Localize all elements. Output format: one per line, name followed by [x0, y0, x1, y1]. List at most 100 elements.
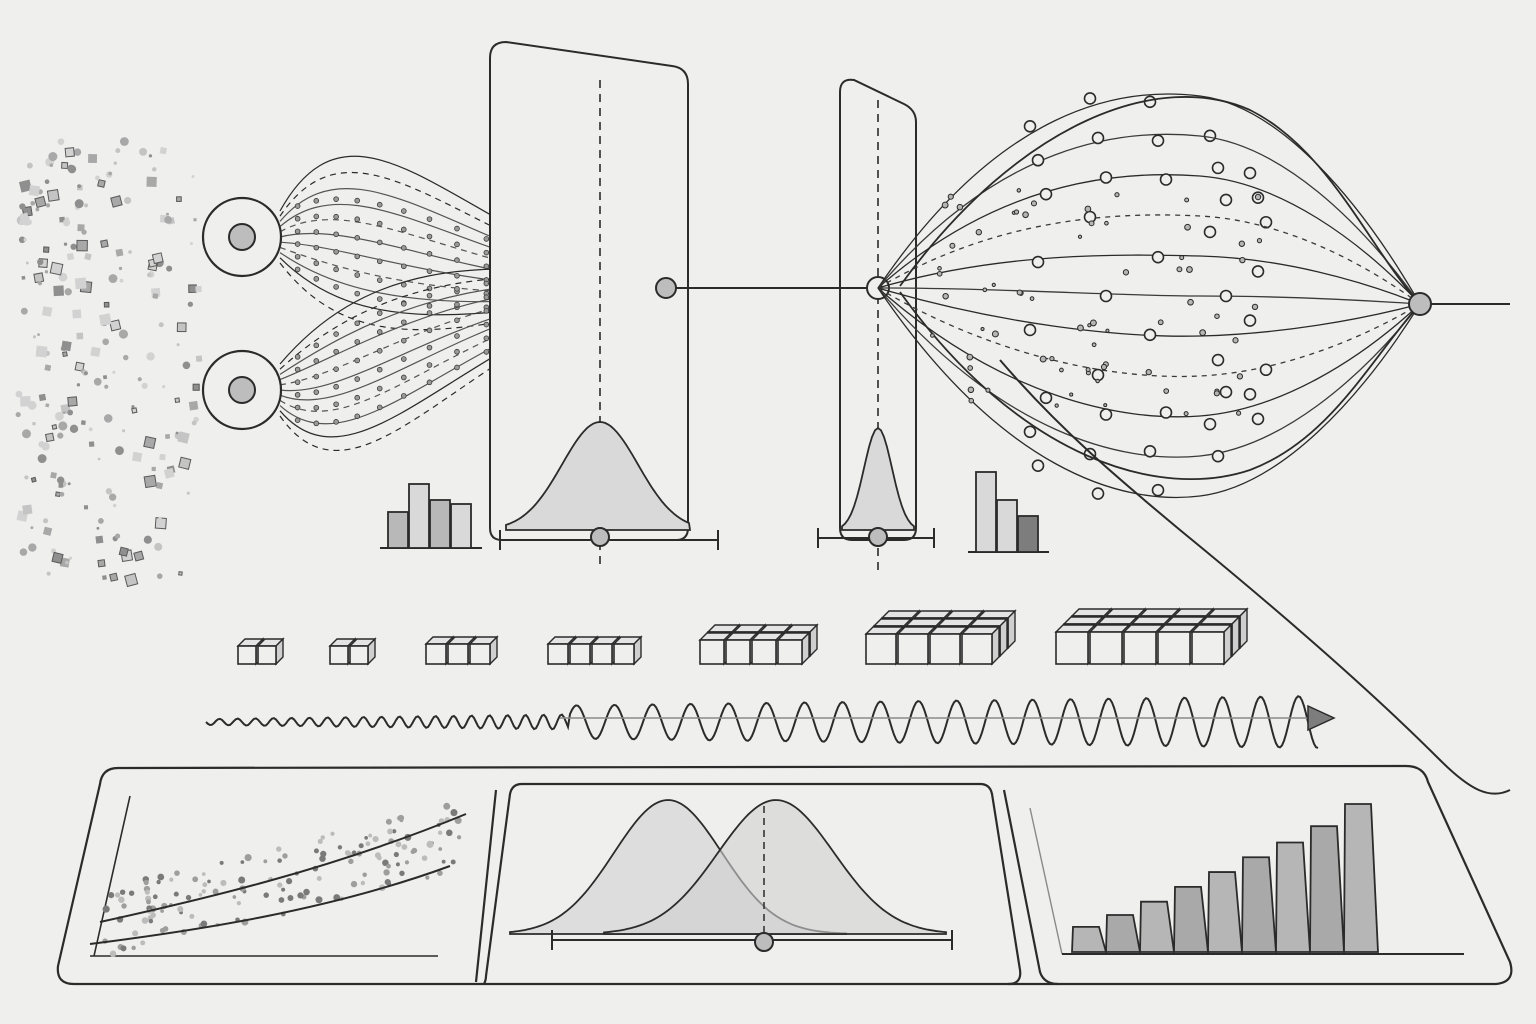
particle-dot: [56, 476, 65, 484]
scatter-point: [401, 844, 408, 850]
fiber-bead: [376, 366, 383, 373]
fan-node: [1243, 314, 1257, 327]
particle-dot: [20, 307, 28, 315]
particle-square: [33, 272, 45, 284]
scatter-point: [238, 876, 246, 884]
fan-node: [1031, 255, 1045, 269]
fiber-bead: [454, 286, 460, 292]
particle-square: [115, 248, 124, 257]
scatter-point: [277, 858, 282, 863]
particle-square: [188, 284, 197, 293]
fiber-bead: [333, 348, 339, 355]
fiber-bead: [333, 266, 339, 273]
fiber-bead: [313, 358, 320, 364]
fiber-bead: [354, 413, 361, 420]
fan-particle: [968, 397, 975, 404]
fan-particle: [1095, 378, 1100, 384]
particle-square: [143, 474, 157, 489]
fiber-bead: [313, 260, 320, 267]
fiber-bead: [313, 213, 320, 220]
fiber-bead: [294, 241, 301, 247]
fan-particle: [1089, 319, 1097, 327]
fan-particle: [1105, 328, 1110, 333]
fiber-bead: [400, 226, 407, 233]
scatter-point: [192, 876, 199, 883]
particle-dot: [62, 411, 66, 414]
scatter-point: [143, 879, 149, 886]
scatter-point: [316, 876, 322, 882]
particle-dot: [158, 516, 162, 520]
fan-node: [1259, 215, 1273, 229]
particle-square: [103, 301, 110, 308]
particle-dot: [70, 243, 77, 250]
fan-particle: [1256, 237, 1263, 244]
particle-square: [22, 504, 33, 515]
fan-node: [1259, 363, 1273, 377]
scatter-point: [173, 891, 179, 897]
panel-scatter: [89, 795, 467, 958]
particle-dot: [45, 203, 51, 208]
fiber-bead: [376, 329, 383, 335]
fan-particle: [1022, 211, 1029, 219]
scatter-point: [146, 899, 151, 905]
scatter-point: [276, 846, 282, 852]
fan-node: [1211, 161, 1225, 175]
particle-dot: [38, 441, 45, 448]
block-front: [349, 645, 369, 665]
particle-dot: [35, 207, 40, 212]
particle-dot: [63, 242, 68, 246]
fiber-bead: [354, 235, 361, 241]
fan-node: [1203, 129, 1217, 143]
particle-square: [61, 340, 72, 352]
particle-dot: [112, 370, 116, 374]
fan-node: [1023, 119, 1037, 133]
fan-particle: [947, 193, 954, 200]
particle-dot: [139, 147, 148, 156]
particle-square: [195, 355, 203, 362]
particle-square: [97, 559, 106, 568]
particle-dot: [108, 274, 118, 284]
fiber-bead: [454, 348, 460, 355]
particle-square: [159, 453, 166, 461]
particle-square: [42, 526, 53, 536]
fiber-bead: [400, 263, 407, 270]
fan-node: [1211, 449, 1225, 463]
fiber-bead: [294, 366, 301, 373]
scatter-point: [185, 894, 192, 901]
particle-square: [74, 361, 85, 372]
fiber-bead: [313, 420, 320, 427]
scatter-point: [120, 945, 127, 952]
scatter-point: [128, 890, 135, 896]
particle-dot: [104, 384, 109, 389]
particle-dot: [186, 491, 190, 495]
scatter-point: [319, 855, 326, 862]
increasing-bar: [1173, 885, 1210, 953]
scatter-point: [198, 893, 203, 897]
fan-line: [877, 287, 1421, 499]
source-node-bottom: [201, 349, 283, 431]
fan-node: [1091, 131, 1105, 145]
fan-particle: [1039, 355, 1047, 363]
block-side: [1223, 623, 1232, 666]
fiber-bead: [333, 383, 339, 390]
particle-dot: [67, 409, 74, 416]
particle-dot: [18, 236, 26, 244]
scatter-point: [437, 830, 443, 835]
fan-line: [877, 214, 1421, 305]
block-front: [1055, 631, 1089, 665]
particle-square: [164, 433, 171, 440]
scatter-point: [386, 881, 392, 886]
fan-node: [1039, 187, 1053, 201]
scatter-point: [393, 851, 399, 858]
scatter-point: [320, 850, 327, 858]
mini-histogram-bar: [975, 471, 997, 553]
fiber-bead: [354, 290, 361, 297]
particle-dot: [189, 242, 193, 245]
fan-particle: [967, 386, 975, 394]
scatter-point: [385, 818, 392, 825]
particle-dot: [112, 503, 117, 508]
panel-distributions: [509, 799, 953, 952]
fan-particle: [1199, 329, 1207, 337]
fiber-bead: [333, 419, 339, 425]
fiber-bead: [354, 216, 361, 222]
